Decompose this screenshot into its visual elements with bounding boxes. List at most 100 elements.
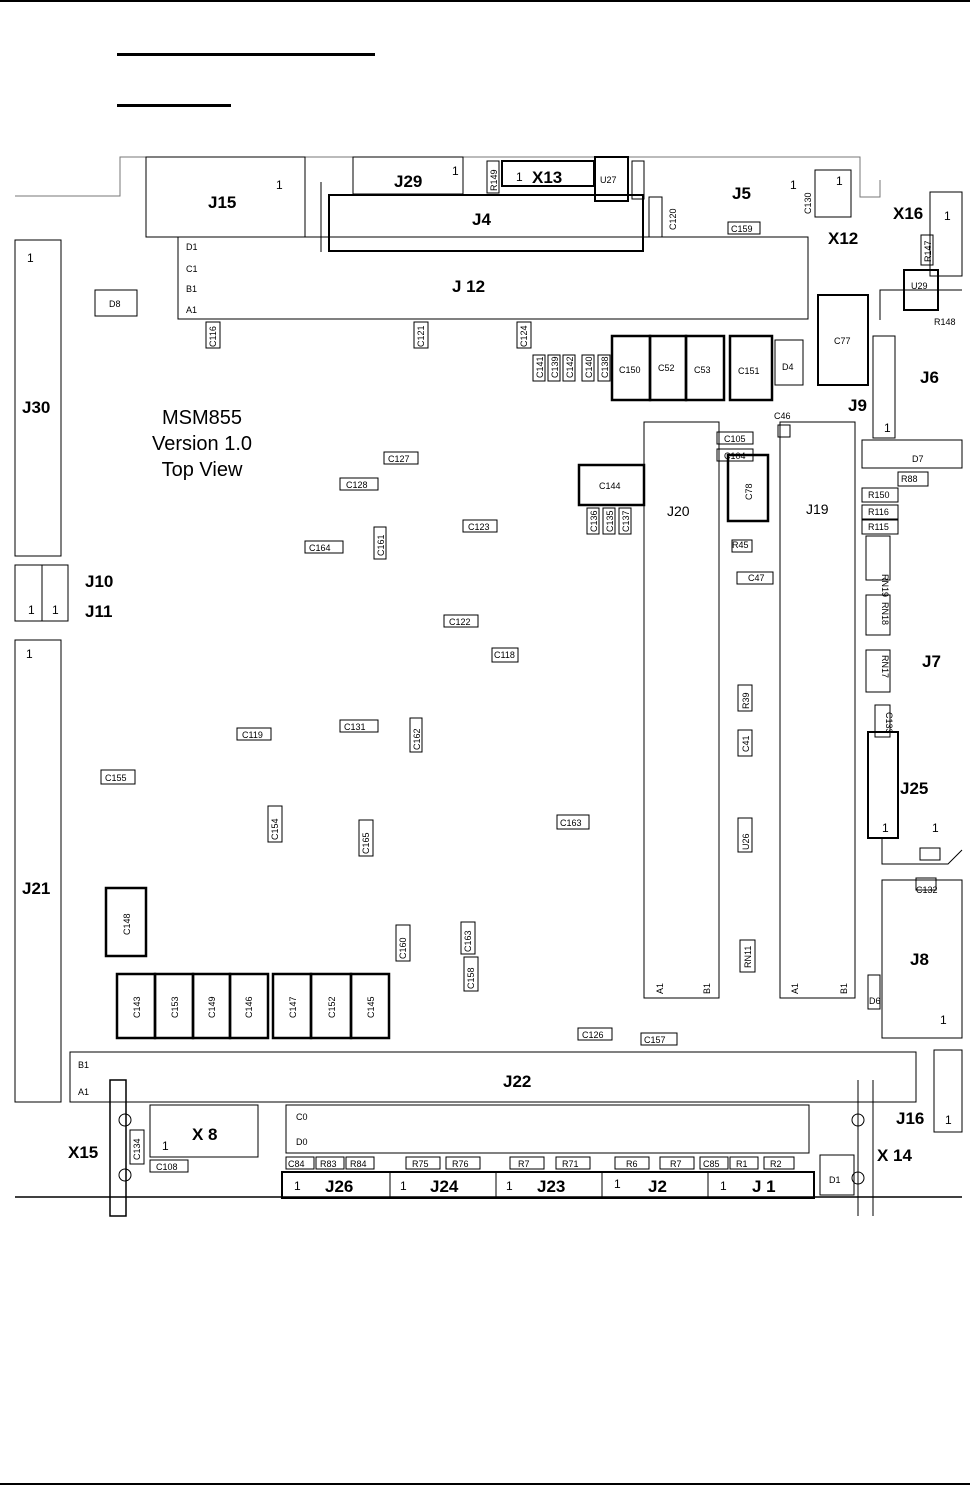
comp-R83: R83 <box>320 1159 337 1169</box>
comp-C149: C149 <box>207 996 217 1018</box>
comp-C85: C85 <box>703 1159 720 1169</box>
comp-C160: C160 <box>398 937 408 959</box>
comp-R116: R116 <box>868 507 889 517</box>
comp-C146: C146 <box>244 996 254 1018</box>
comp-C123: C123 <box>468 522 490 532</box>
pin1-X13: 1 <box>516 170 523 184</box>
comp-R88: R88 <box>901 474 918 484</box>
label-X14: X 14 <box>877 1146 913 1165</box>
comp-C162: C162 <box>412 728 422 750</box>
comp-C46: C46 <box>774 411 791 421</box>
board-title: MSM855 <box>162 407 242 429</box>
pin1-J25: 1 <box>882 821 889 835</box>
comp-D4: D4 <box>782 362 794 372</box>
pin1-J11: 1 <box>52 603 59 617</box>
pin-C0: C0 <box>296 1112 308 1122</box>
comp-C148: C148 <box>122 913 132 935</box>
comp-U26: U26 <box>741 833 751 850</box>
label-X8: X 8 <box>192 1125 218 1144</box>
comp-C78: C78 <box>744 483 754 500</box>
comp-C136: C136 <box>589 510 599 532</box>
comp-C138: C138 <box>600 356 610 378</box>
label-X16: X16 <box>893 204 923 223</box>
pin-J19-B1: B1 <box>839 983 849 994</box>
comp-R71: R71 <box>562 1159 579 1169</box>
label-J11: J11 <box>85 602 112 621</box>
comp-C157: C157 <box>644 1035 666 1045</box>
comp-C121: C121 <box>416 325 426 347</box>
pin1-J10: 1 <box>28 603 35 617</box>
pin1-J25b: 1 <box>932 821 939 835</box>
pin1-J26: 1 <box>294 1179 301 1193</box>
label-J7: J7 <box>922 652 941 671</box>
pin-J20-A1: A1 <box>655 983 665 994</box>
pin1-X12: 1 <box>836 174 843 188</box>
board-view: Top View <box>162 459 243 481</box>
comp-R76: R76 <box>452 1159 469 1169</box>
label-J6: J6 <box>920 368 939 387</box>
comp-C128: C128 <box>346 480 368 490</box>
comp-R6: R6 <box>626 1159 638 1169</box>
label-J9: J9 <box>848 396 867 415</box>
heading-underline-2 <box>117 104 231 107</box>
comp-C152: C152 <box>327 996 337 1018</box>
label-J12: J 12 <box>452 277 485 296</box>
pin-J19-A1: A1 <box>790 983 800 994</box>
comp-C84: C84 <box>288 1159 305 1169</box>
board-version: Version 1.0 <box>152 433 252 455</box>
label-J19: J19 <box>806 501 829 517</box>
comp-C120: C120 <box>668 208 678 230</box>
label-J2: J2 <box>648 1177 667 1196</box>
pin1-J8: 1 <box>940 1013 947 1027</box>
label-J4: J4 <box>472 210 491 229</box>
comp-R149: R149 <box>489 169 499 191</box>
pin1-J21: 1 <box>26 647 33 661</box>
pin1-X8: 1 <box>162 1139 169 1153</box>
pin1-J29: 1 <box>452 164 459 178</box>
comp-D1: D1 <box>829 1175 841 1185</box>
comp-C165: C165 <box>361 832 371 854</box>
comp-C164: C164 <box>309 543 331 553</box>
label-J21: J21 <box>22 879 50 898</box>
comp-C140: C140 <box>584 356 594 378</box>
label-J30: J30 <box>22 398 50 417</box>
comp-R84: R84 <box>350 1159 367 1169</box>
comp-C104: C104 <box>724 451 746 461</box>
bottom-rule <box>0 1483 970 1485</box>
comp-C41: C41 <box>741 735 751 752</box>
label-J20: J20 <box>667 503 690 519</box>
comp-C139: C139 <box>550 356 560 378</box>
comp-C151: C151 <box>738 366 760 376</box>
comp-C142: C142 <box>565 356 575 378</box>
comp-C52: C52 <box>658 363 675 373</box>
pin1-J1: 1 <box>720 1179 727 1193</box>
comp-C127: C127 <box>388 454 410 464</box>
comp-C163: C163 <box>463 930 473 952</box>
comp-C141: C141 <box>535 356 545 378</box>
pin1-J24: 1 <box>400 1179 407 1193</box>
label-J24: J24 <box>430 1177 459 1196</box>
pin-B1: B1 <box>186 284 197 294</box>
pin1-J23: 1 <box>506 1179 513 1193</box>
comp-U27: U27 <box>600 175 617 185</box>
comp-R147: R147 <box>923 240 933 262</box>
comp-C77: C77 <box>834 336 851 346</box>
label-X13: X13 <box>532 168 562 187</box>
comp-C144: C144 <box>599 481 621 491</box>
comp-C147: C147 <box>288 996 298 1018</box>
label-J5: J5 <box>732 184 751 203</box>
comp-D6: D6 <box>869 996 881 1006</box>
pin-J22-A1: A1 <box>78 1087 89 1097</box>
pin-J20-B1: B1 <box>702 983 712 994</box>
label-J15: J15 <box>208 193 236 212</box>
comp-C159: C159 <box>731 224 753 234</box>
comp-C131: C131 <box>344 722 366 732</box>
comp-R148: R148 <box>934 317 956 327</box>
pin1-J30: 1 <box>27 251 34 265</box>
comp-C105: C105 <box>724 434 746 444</box>
comp-R115: R115 <box>868 522 889 532</box>
comp-RN11: RN11 <box>743 946 753 968</box>
comp-C116: C116 <box>208 326 218 347</box>
comp-C122: C122 <box>449 617 471 627</box>
